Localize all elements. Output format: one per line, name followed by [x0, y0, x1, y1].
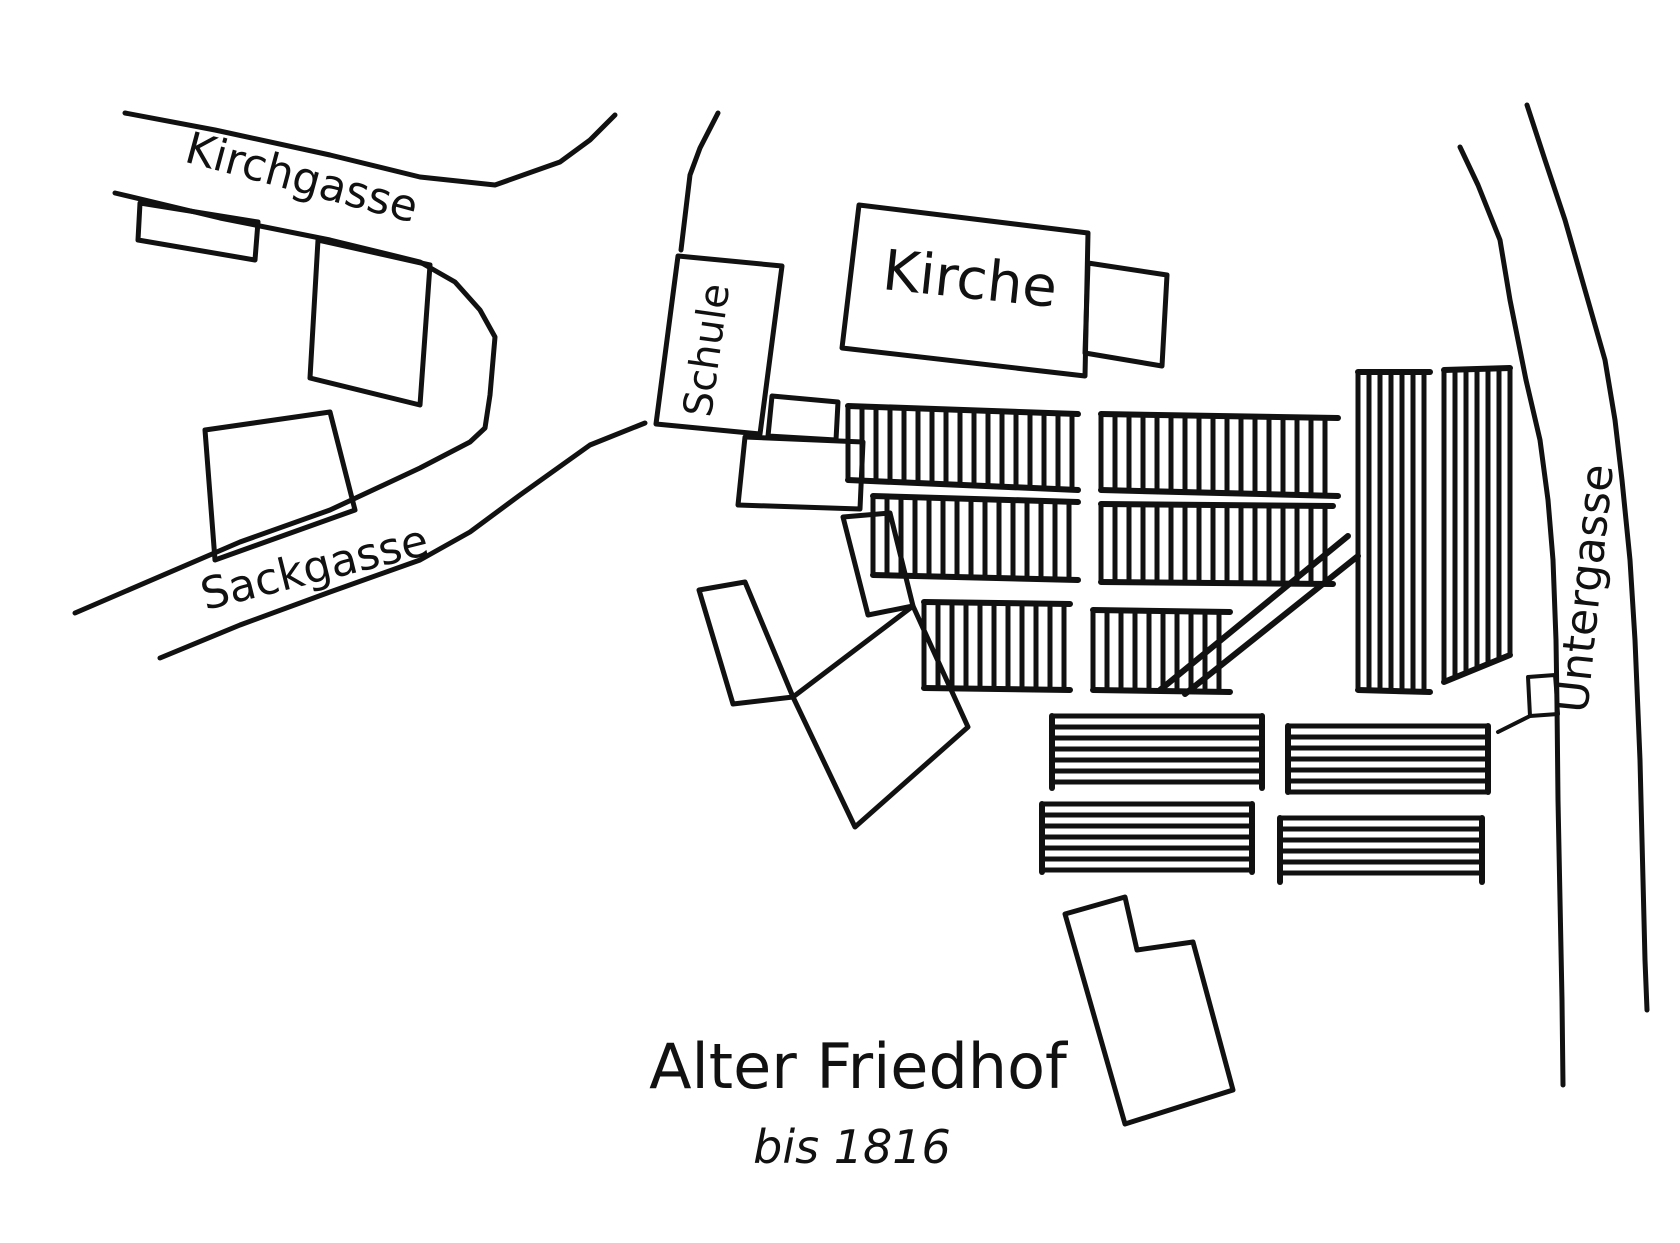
- lane-north-of-school: [678, 110, 721, 253]
- house: [307, 237, 433, 408]
- street-label-sackgasse: Sackgasse: [196, 515, 434, 621]
- grave-block-edge: [921, 685, 1073, 693]
- grave-block-edge: [921, 599, 1073, 607]
- school-building: [653, 253, 785, 437]
- shed-connector: [1496, 714, 1532, 734]
- outbuilding: [790, 603, 971, 830]
- sackgasse-south-edge: [157, 420, 648, 661]
- church-label: Kirche: [880, 238, 1061, 321]
- grave-block-edge: [1098, 411, 1341, 421]
- outbuilding: [696, 579, 796, 707]
- outbuilding: [735, 434, 866, 512]
- outbuilding: [1062, 894, 1236, 1127]
- church-annex: [1082, 260, 1170, 369]
- grave-block-edge: [870, 493, 1081, 505]
- kirchgasse-north-edge: [122, 110, 618, 188]
- church-nave: [839, 202, 1091, 379]
- cemetery-path-edge: [1182, 553, 1361, 697]
- grave-block-edge: [1098, 501, 1336, 509]
- grave-block-edge: [845, 477, 1081, 493]
- cemetery-grave-blocks: [845, 365, 1513, 885]
- map-title: Alter Friedhof: [649, 1030, 1069, 1103]
- school-label: Schule: [675, 281, 739, 420]
- house: [202, 409, 358, 563]
- grave-block-edge: [870, 572, 1081, 583]
- small-shed: [1496, 673, 1560, 734]
- map-subtitle: bis 1816: [753, 1120, 951, 1174]
- house: [135, 200, 261, 263]
- grave-block-edge: [845, 403, 1081, 417]
- street-label-untergasse: Untergasse: [1547, 462, 1624, 716]
- untergasse-west-edge: [1457, 144, 1566, 1088]
- outbuilding: [765, 393, 841, 443]
- church: Kirche: [839, 202, 1170, 379]
- untergasse-east-edge: [1524, 102, 1650, 1013]
- shed: [1526, 673, 1560, 718]
- cemetery-path-edge: [1157, 533, 1351, 693]
- houses-west: [135, 200, 433, 563]
- grave-block-edge: [1098, 487, 1341, 499]
